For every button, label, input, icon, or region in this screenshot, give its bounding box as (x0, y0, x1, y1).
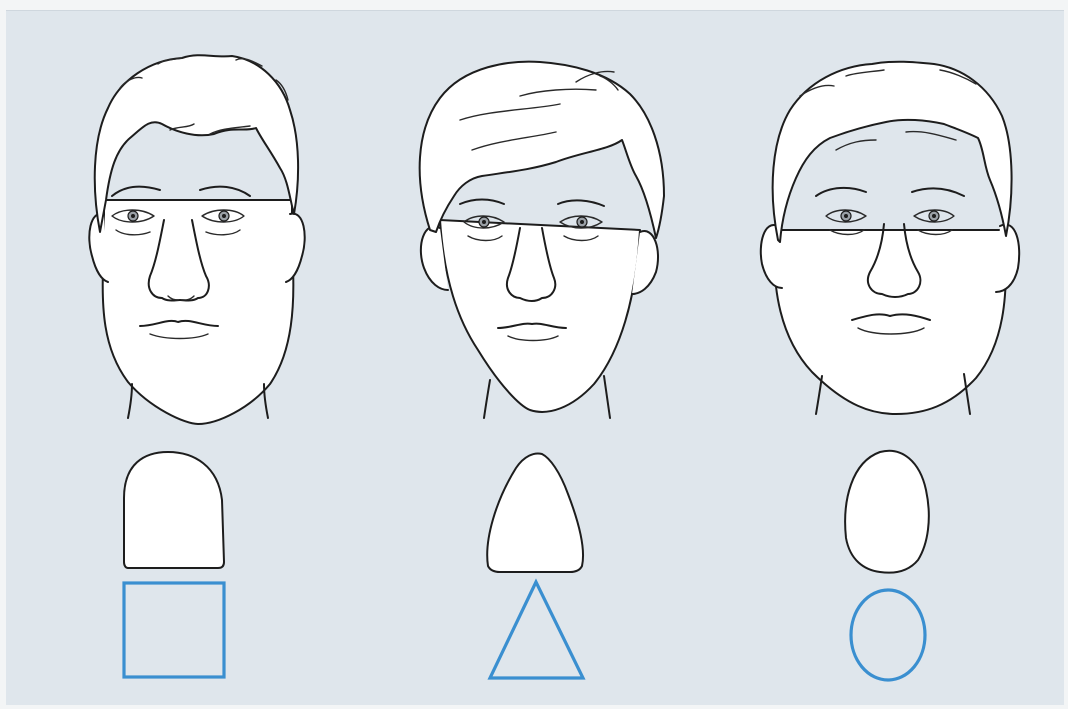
square-head-silhouette (124, 452, 224, 568)
triangle-face (420, 62, 664, 418)
triangle-icon (490, 582, 583, 678)
oval-face (761, 62, 1019, 414)
square-icon (124, 583, 224, 677)
triangle-head-silhouette (487, 454, 583, 572)
square-face (89, 55, 304, 424)
oval-icon (851, 590, 925, 680)
oval-head-silhouette (845, 451, 929, 573)
